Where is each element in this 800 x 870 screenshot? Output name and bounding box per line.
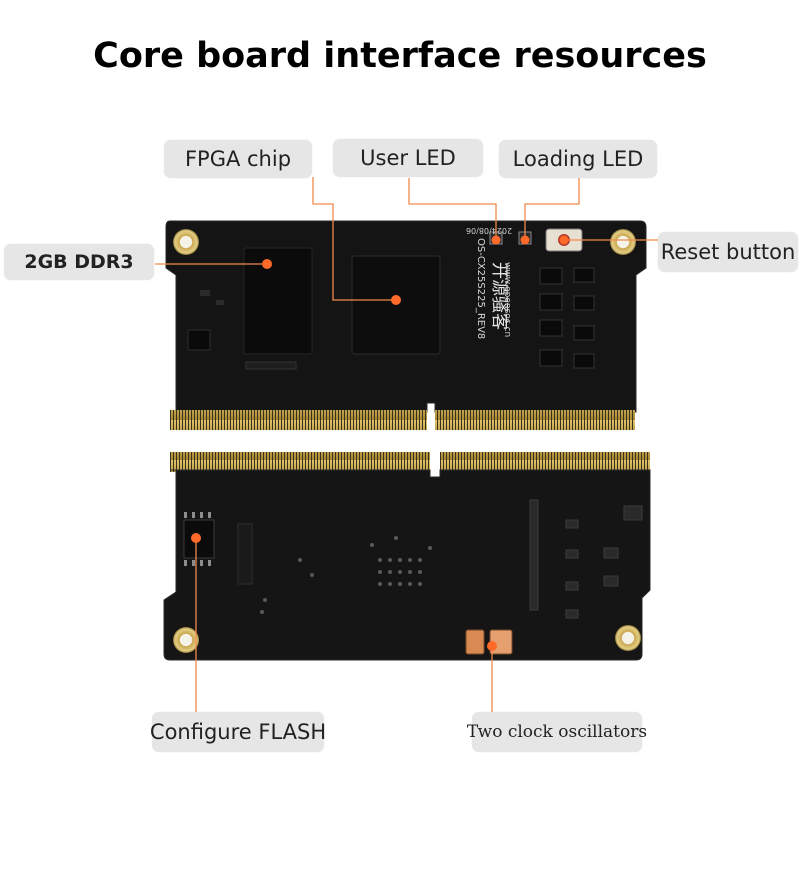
silk-brand: 开源骚客 (489, 262, 509, 330)
label-reset-button: Reset button (658, 232, 798, 272)
mounting-hole (615, 625, 641, 651)
marker-reset (559, 235, 569, 245)
page-title: Core board interface resources (93, 36, 707, 76)
clock-oscillator-1 (465, 629, 485, 655)
label-loading-led: Loading LED (499, 140, 657, 178)
label-user-led: User LED (333, 139, 483, 177)
marker-user-led (491, 235, 501, 245)
gold-fingers-bottom-left (170, 452, 430, 472)
label-ddr3: 2GB DDR3 (4, 244, 154, 280)
callout-lines (155, 177, 658, 718)
marker-clock (487, 641, 497, 651)
silk-model: OS-CX25S225_REV8 (475, 238, 486, 339)
label-configure-flash: Configure FLASH (150, 712, 326, 752)
gold-fingers-top-right (435, 410, 635, 430)
marker-ddr3 (262, 259, 272, 269)
gold-fingers-bottom-right (440, 452, 650, 472)
mounting-hole (173, 229, 199, 255)
mounting-hole (610, 229, 636, 255)
silk-date: 2024/08/06 (466, 226, 512, 235)
label-fpga-chip: FPGA chip (164, 140, 312, 178)
gold-fingers-top-left (170, 410, 427, 430)
silk-url: www.opensoc.cn (502, 262, 512, 337)
marker-loading-led (520, 235, 530, 245)
label-clock-oscillators: Two clock oscillators (467, 712, 647, 752)
marker-flash (191, 533, 201, 543)
ddr3-chip (243, 247, 313, 355)
board-top-side: 2024/08/06 OS-CX25S225_REV8 开源骚客 www.ope… (165, 220, 647, 430)
board-bottom-side (163, 452, 651, 661)
mounting-hole (173, 627, 199, 653)
callout-markers (191, 235, 569, 651)
marker-fpga (391, 295, 401, 305)
